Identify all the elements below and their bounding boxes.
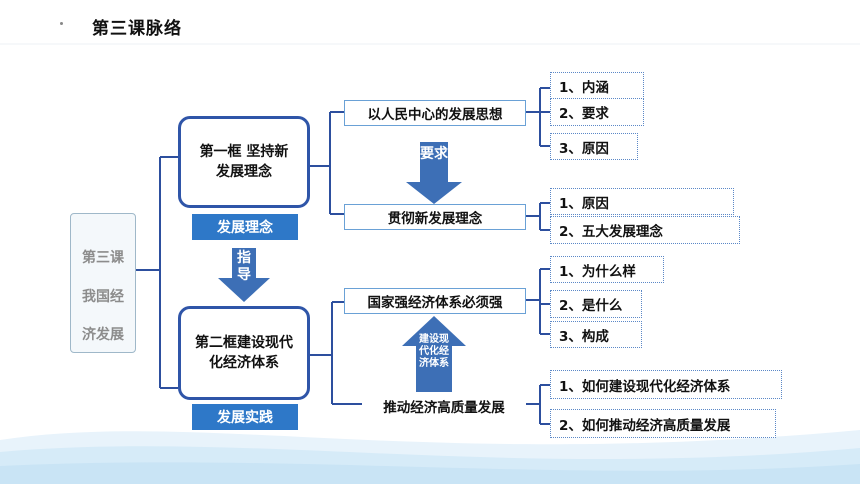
leaf-t2-2: 2、五大发展理念 xyxy=(550,216,740,244)
leaf-t4-2: 2、如何推动经济高质量发展 xyxy=(550,409,776,438)
leaf-t4-1: 1、如何建设现代化经济体系 xyxy=(550,370,782,399)
frame-second-label: 第二框建设现代化经济体系 xyxy=(195,335,293,371)
topic-high-quality: 推动经济高质量发展 xyxy=(383,400,505,416)
frame-first: 第一框 坚持新发展理念 xyxy=(178,116,310,208)
leaf-t2-1: 1、原因 xyxy=(550,188,734,215)
leaf-t3-2: 2、是什么 xyxy=(550,290,642,318)
page-title: 第三课脉络 xyxy=(92,19,182,39)
leaf-t1-3: 3、原因 xyxy=(550,133,638,160)
arrow-guide-label: 指导 xyxy=(237,250,251,283)
topic-strong-economy: 国家强经济体系必须强 xyxy=(344,288,526,314)
scroll-line-3: 济发展 xyxy=(82,327,124,343)
arrow-build-label: 建设现代化经济体系 xyxy=(419,334,449,369)
frame-second: 第二框建设现代化经济体系 xyxy=(178,306,310,400)
scroll-line-1: 第三课 xyxy=(82,250,124,266)
frame-first-label: 第一框 坚持新发展理念 xyxy=(199,144,289,180)
lesson-scroll: 第三课 我国经 济发展 xyxy=(70,213,136,353)
leaf-t1-1: 1、内涵 xyxy=(550,72,644,99)
scroll-line-2: 我国经 xyxy=(82,289,124,305)
tag-theory: 发展理念 xyxy=(192,214,298,240)
arrow-require-label: 要求 xyxy=(420,146,448,162)
decor-dot xyxy=(60,22,63,25)
topic-people-centered: 以人民中心的发展思想 xyxy=(344,100,526,126)
topic-new-concept: 贯彻新发展理念 xyxy=(344,204,526,230)
leaf-t3-1: 1、为什么样 xyxy=(550,256,664,283)
leaf-t3-3: 3、构成 xyxy=(550,321,642,348)
leaf-t1-2: 2、要求 xyxy=(550,98,644,126)
tag-practice: 发展实践 xyxy=(192,404,298,430)
